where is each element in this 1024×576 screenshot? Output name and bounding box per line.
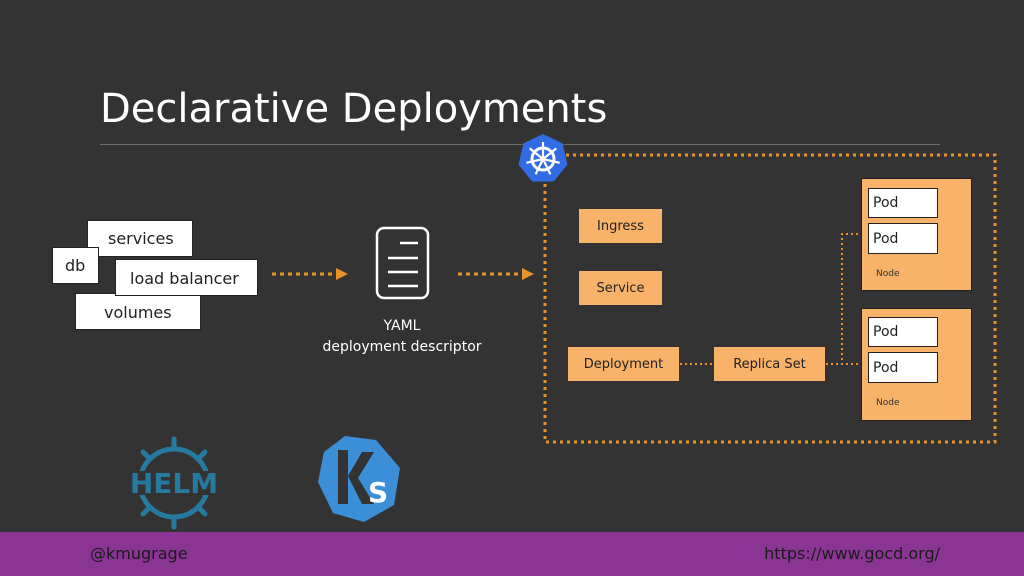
arrow-to-cluster <box>458 268 534 280</box>
helm-logo <box>128 436 220 530</box>
card-load-balancer-label: load balancer <box>130 269 239 288</box>
pod-1-2: Pod <box>868 223 938 254</box>
pod-2-2: Pod <box>868 352 938 383</box>
pod-2-1: Pod <box>868 317 938 347</box>
yaml-label-line2: deployment descriptor <box>322 339 482 355</box>
node-1: Pod Pod Node <box>861 178 972 291</box>
card-load-balancer: load balancer <box>115 259 258 296</box>
replica-set-box: Replica Set <box>713 346 826 382</box>
footer-url[interactable]: https://www.gocd.org/ <box>764 544 940 563</box>
card-db-label: db <box>65 256 86 275</box>
title-divider <box>100 144 940 145</box>
card-db: db <box>52 247 99 284</box>
pod-1-1: Pod <box>868 188 938 218</box>
node-2: Pod Pod Node <box>861 308 972 421</box>
connector-replica-node1 <box>826 233 868 365</box>
card-services-label: services <box>108 229 174 248</box>
card-services: services <box>87 220 193 257</box>
slide-title: Declarative Deployments <box>100 86 608 132</box>
deployment-box: Deployment <box>567 346 680 382</box>
yaml-descriptor-label: YAML deployment descriptor <box>300 316 504 358</box>
cluster-boundary <box>543 153 997 444</box>
footer-handle: @kmugrage <box>90 544 188 563</box>
ksonnet-letter-s: S <box>368 476 388 509</box>
node-1-label: Node <box>876 269 900 279</box>
kubernetes-helm-wheel-icon <box>518 134 568 182</box>
helm-logo-text: HELM <box>130 467 218 500</box>
card-volumes: volumes <box>75 293 201 330</box>
node-2-label: Node <box>876 398 900 408</box>
document-icon <box>375 226 430 300</box>
yaml-label-line1: YAML <box>383 318 421 334</box>
footer-bar: @kmugrage https://www.gocd.org/ <box>0 532 1024 576</box>
service-box: Service <box>578 270 663 306</box>
ksonnet-logo: S <box>318 436 400 522</box>
card-volumes-label: volumes <box>104 303 172 322</box>
arrow-to-yaml <box>272 268 348 280</box>
ingress-box: Ingress <box>578 208 663 244</box>
